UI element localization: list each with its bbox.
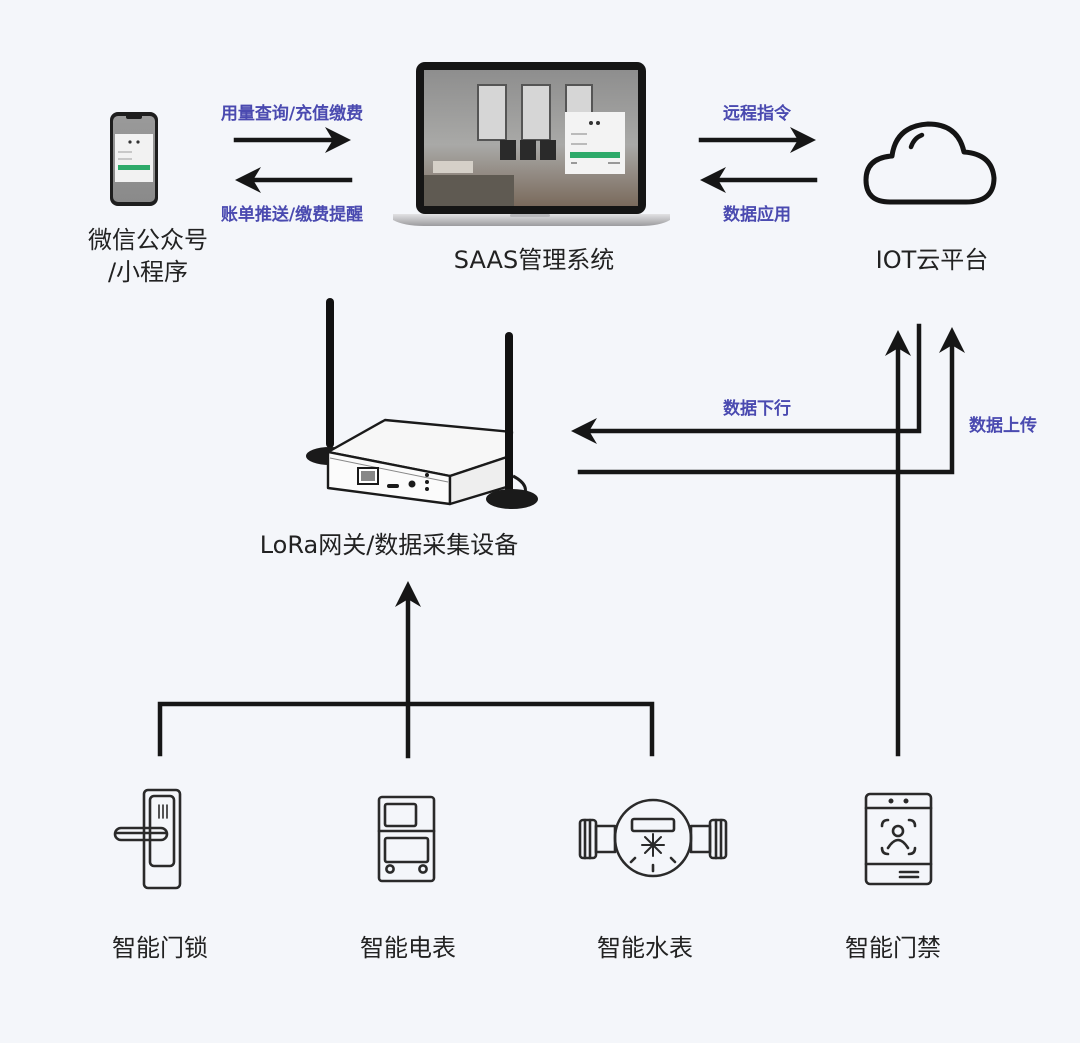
device-bus (157, 581, 655, 759)
wechat-label-line2: /小程序 (108, 258, 188, 286)
flow-label-bill-reminder: 账单推送/缴费提醒 (221, 204, 363, 225)
face-access-control-icon (864, 792, 933, 886)
device-label-access-control: 智能门禁 (845, 934, 941, 962)
iot-node: IOT云平台 (863, 121, 997, 274)
device-label-smart-lock: 智能门锁 (112, 934, 208, 962)
device-bus-line (157, 701, 655, 757)
wechat-saas-flows: 用量查询/充值缴费 账单推送/缴费提醒 (221, 103, 363, 225)
arrow-gateway-to-iot (577, 327, 965, 475)
saas-iot-flows: 远程指令 数据应用 (698, 103, 818, 225)
gateway-label: LoRa网关/数据采集设备 (260, 531, 519, 559)
flow-label-data-application: 数据应用 (723, 204, 791, 225)
lora-gateway-icon (306, 298, 538, 509)
iot-gateway-flows: 数据下行 数据上传 (571, 323, 1037, 757)
flow-label-data-downlink: 数据下行 (723, 398, 791, 419)
device-access-control: 智能门禁 (845, 792, 941, 962)
gateway-node: LoRa网关/数据采集设备 (260, 298, 538, 559)
saas-label: SAAS管理系统 (454, 246, 614, 274)
arrow-iot-to-gateway (571, 323, 922, 444)
device-smart-lock: 智能门锁 (112, 788, 208, 962)
smart-lock-icon (113, 788, 182, 890)
wechat-node: 微信公众号 /小程序 (88, 112, 208, 286)
smartphone-icon (110, 112, 158, 206)
wechat-label-line1: 微信公众号 (88, 226, 208, 254)
saas-node: SAAS管理系统 (393, 62, 670, 274)
cloud-icon (863, 121, 997, 205)
device-electricity-meter: 智能电表 (360, 795, 456, 962)
device-water-meter: 智能水表 (578, 798, 728, 962)
device-label-electricity-meter: 智能电表 (360, 934, 456, 962)
water-meter-icon (578, 798, 728, 878)
electricity-meter-icon (377, 795, 436, 883)
flow-label-query-recharge: 用量查询/充值缴费 (221, 103, 363, 124)
iot-label: IOT云平台 (876, 246, 989, 274)
flow-label-remote-command: 远程指令 (723, 103, 792, 124)
flow-label-data-uplink: 数据上传 (969, 415, 1037, 436)
laptop-icon (393, 62, 670, 226)
device-label-water-meter: 智能水表 (597, 934, 693, 962)
